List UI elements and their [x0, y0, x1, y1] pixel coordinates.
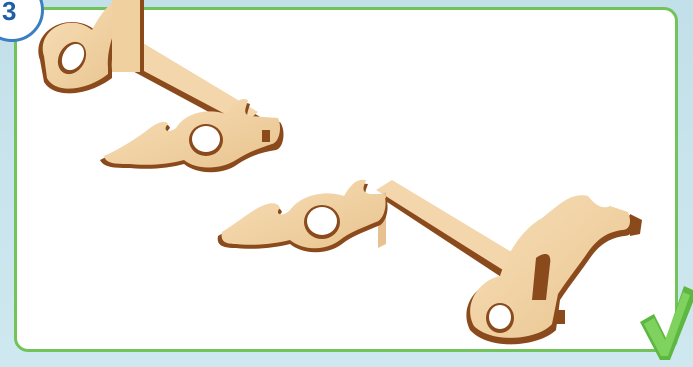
step-number: 3: [0, 0, 42, 24]
wooden-part-assembly-b: [218, 180, 642, 345]
part-a-slot: [262, 130, 270, 142]
part-a-crossbar-panel: [112, 0, 140, 72]
checkmark-icon: [640, 286, 693, 360]
part-b-slot: [556, 310, 565, 324]
part-b-left-piece-face: [222, 180, 386, 249]
wooden-part-assembly-a: [38, 0, 283, 172]
